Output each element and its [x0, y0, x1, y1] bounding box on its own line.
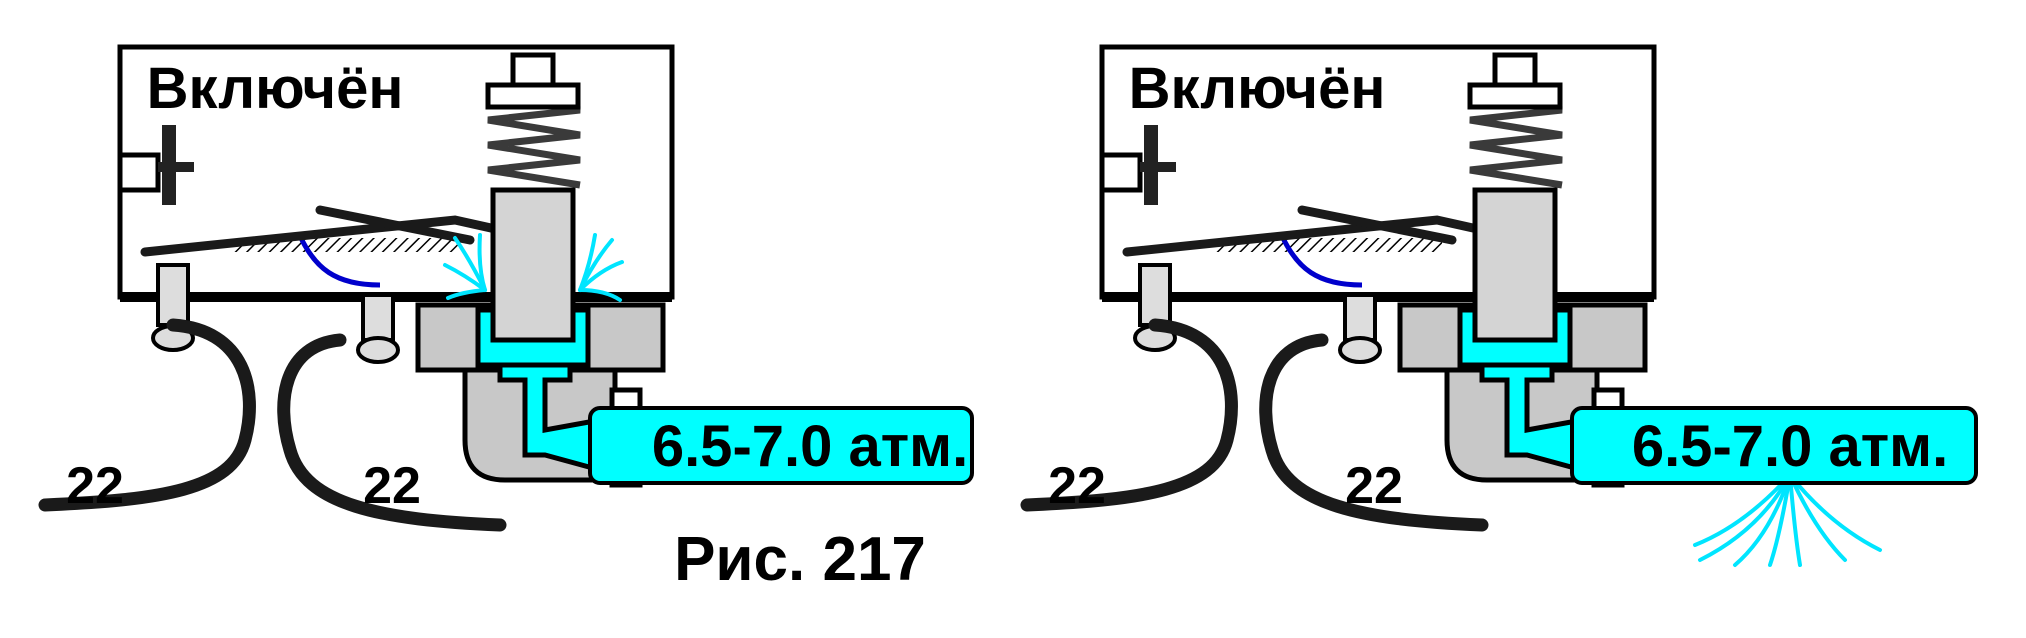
panel-right: Включён 6.5-7.0 атм. 22 22	[1027, 47, 1978, 567]
figure-caption: Рис. 217	[674, 525, 926, 594]
pressure-tag	[1570, 406, 1978, 485]
wire-right-label: 22	[363, 457, 421, 515]
panel-left: Включён 6.5-7.0 атм. 22 22 Рис. 217	[45, 47, 974, 594]
wire-left-label: 22	[66, 457, 124, 515]
status-label: Включён	[1129, 56, 1386, 121]
pressure-label: 6.5-7.0 атм.	[652, 414, 968, 479]
pressure-label: 6.5-7.0 атм.	[1632, 414, 1948, 479]
pressure-tag	[588, 406, 974, 485]
wire-left-label: 22	[1048, 457, 1106, 515]
wire-right-label: 22	[1345, 457, 1403, 515]
status-label: Включён	[147, 56, 404, 121]
